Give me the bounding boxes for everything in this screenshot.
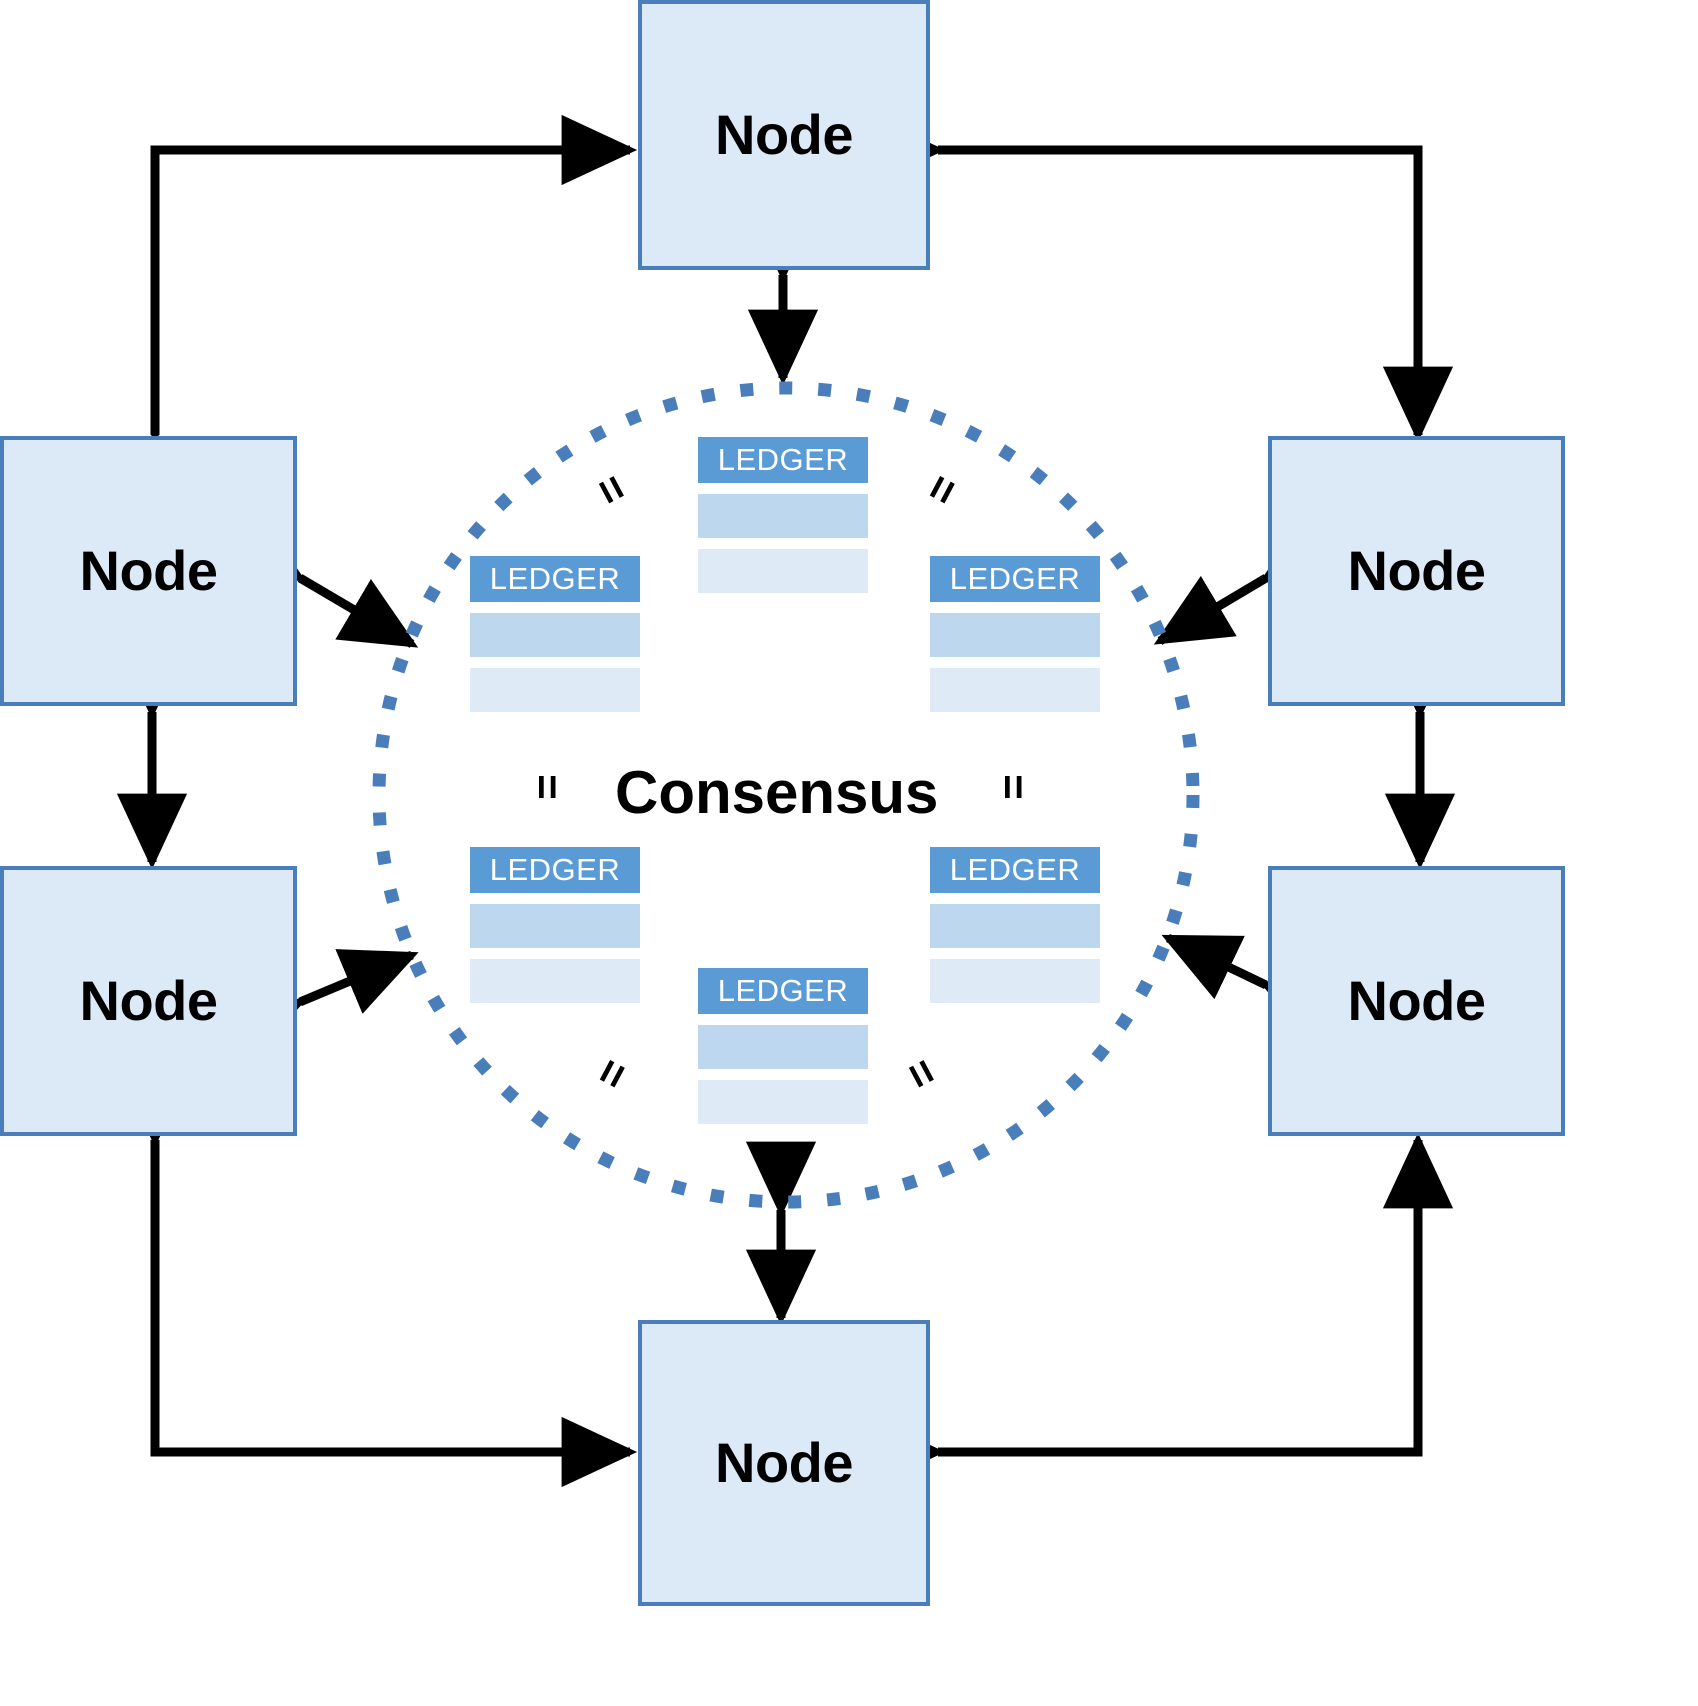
equals-mid-right: = <box>988 774 1038 800</box>
connector-top-left <box>119 114 638 504</box>
connector-left-lower-to-circle <box>223 949 419 1061</box>
ledger-lower-left-header: LEDGER <box>470 847 640 893</box>
ledger-bottom-row-2 <box>698 1080 868 1124</box>
ledger-upper-right-row-1 <box>930 613 1100 657</box>
ledger-top[interactable]: LEDGER <box>698 437 868 593</box>
connector-bottom-right <box>869 1132 1454 1488</box>
ledger-upper-right-header: LEDGER <box>930 556 1100 602</box>
ledger-upper-right[interactable]: LEDGER <box>930 556 1100 712</box>
dotted-circle-outline <box>372 381 1200 1209</box>
node-top[interactable]: Node <box>638 0 930 270</box>
connector-right-lower-to-circle <box>1161 933 1343 1047</box>
ledger-upper-left-header: LEDGER <box>470 556 640 602</box>
ledger-lower-right[interactable]: LEDGER <box>930 847 1100 1003</box>
ledger-top-row-1 <box>698 494 868 538</box>
ledger-upper-left-row-2 <box>470 668 640 712</box>
node-left-lower[interactable]: Node <box>0 866 297 1136</box>
ledger-lower-right-header: LEDGER <box>930 847 1100 893</box>
ledger-upper-left-row-1 <box>470 613 640 657</box>
connector-top-right <box>869 114 1454 443</box>
ledger-bottom-row-1 <box>698 1025 868 1069</box>
ledger-top-header: LEDGER <box>698 437 868 483</box>
node-bottom[interactable]: Node <box>638 1320 930 1606</box>
equals-mid-left: = <box>522 774 572 800</box>
connector-right-upper-to-circle <box>1153 512 1343 645</box>
ledger-bottom-header: LEDGER <box>698 968 868 1014</box>
node-left-upper[interactable]: Node <box>0 436 297 706</box>
node-right-lower[interactable]: Node <box>1268 866 1565 1136</box>
ledger-upper-right-row-2 <box>930 668 1100 712</box>
ledger-lower-left[interactable]: LEDGER <box>470 847 640 1003</box>
ledger-lower-left-row-2 <box>470 959 640 1003</box>
node-right-upper-label: Node <box>1347 539 1487 602</box>
consensus-label: Consensus <box>615 759 939 826</box>
ledger-top-row-2 <box>698 549 868 593</box>
node-bottom-label: Node <box>715 1431 854 1494</box>
connector-bottom-left <box>119 1071 638 1488</box>
node-left-lower-label: Node <box>79 969 219 1032</box>
ledger-lower-right-row-1 <box>930 904 1100 948</box>
ledger-lower-left-row-1 <box>470 904 640 948</box>
node-right-lower-label: Node <box>1347 969 1487 1032</box>
node-left-upper-label: Node <box>79 539 219 602</box>
node-right-upper[interactable]: Node <box>1268 436 1565 706</box>
ledger-lower-right-row-2 <box>930 959 1100 1003</box>
connector-left-upper-to-circle <box>223 513 419 648</box>
node-top-label: Node <box>715 103 854 166</box>
ledger-bottom[interactable]: LEDGER <box>698 968 868 1124</box>
ledger-upper-left[interactable]: LEDGER <box>470 556 640 712</box>
